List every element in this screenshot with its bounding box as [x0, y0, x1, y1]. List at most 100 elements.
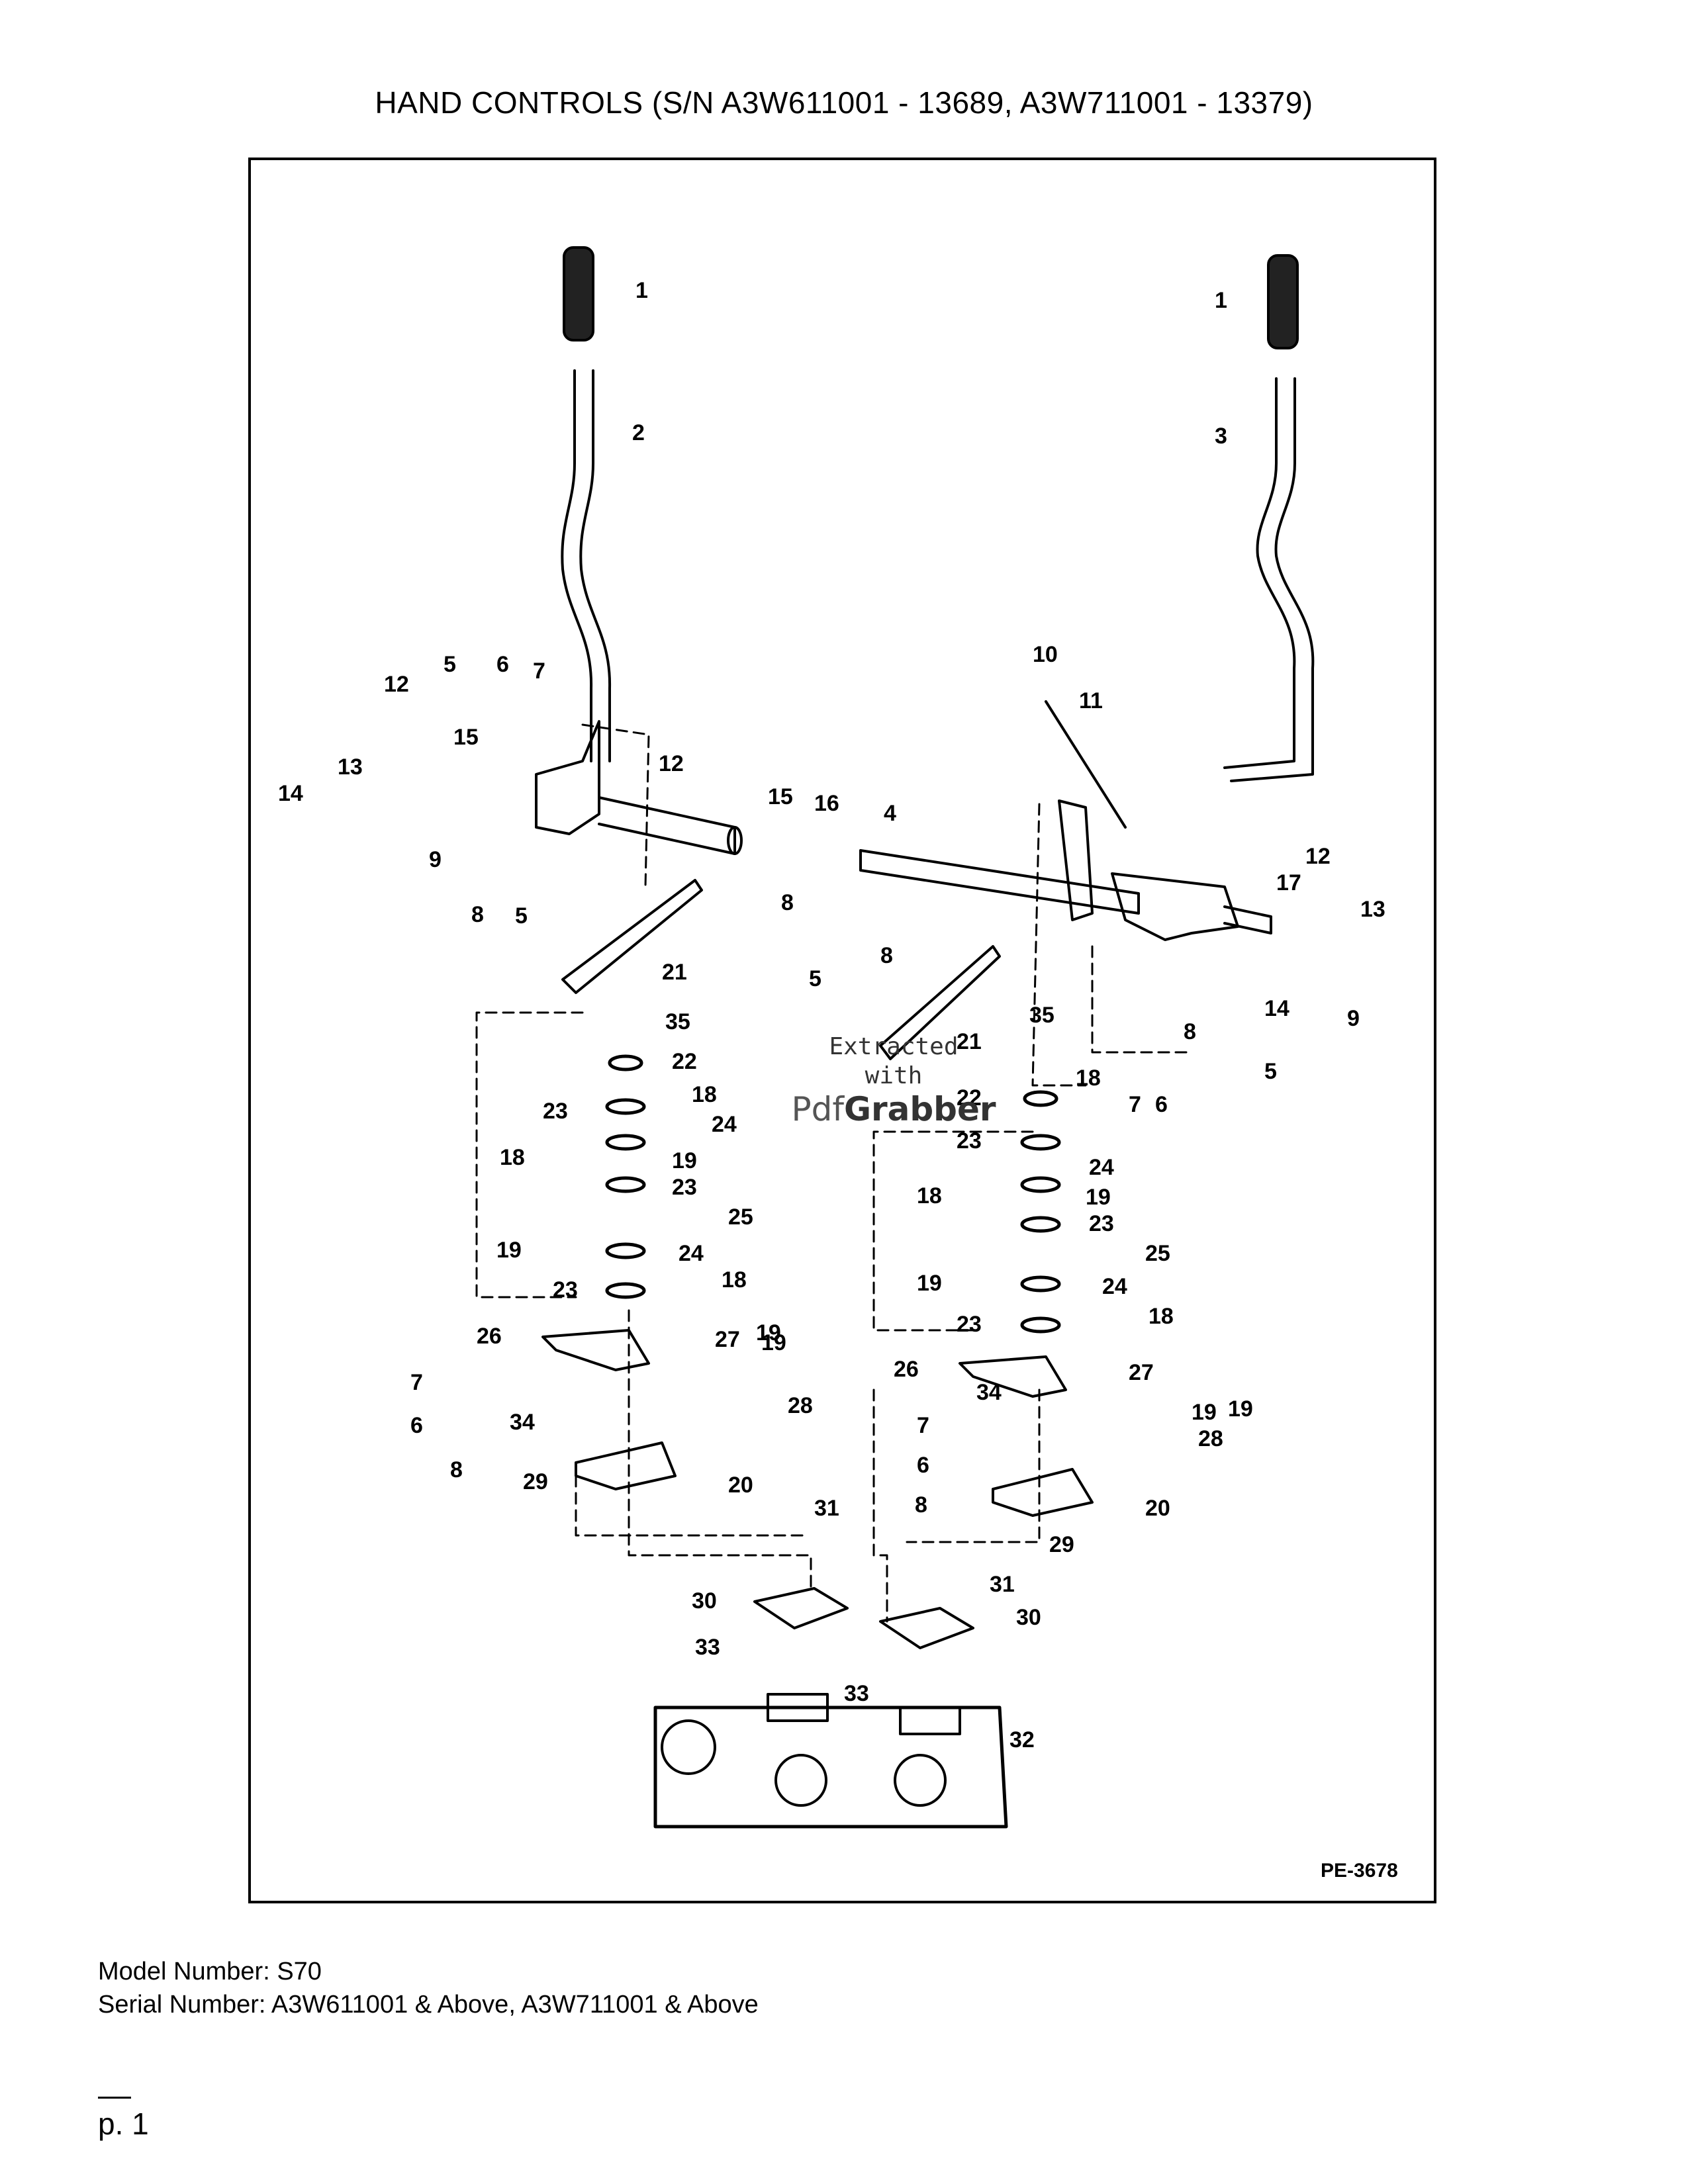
callout-label: 18 — [722, 1267, 747, 1293]
callout-label: 6 — [496, 652, 509, 677]
right-bracket — [1111, 872, 1239, 941]
callout-label: 6 — [1155, 1092, 1168, 1117]
callout-label: 6 — [410, 1413, 423, 1438]
callout-label: 17 — [1276, 870, 1301, 895]
watermark-brand-bold: Grabber — [843, 1090, 996, 1128]
callout-label: 23 — [1089, 1211, 1114, 1236]
diagram-artwork — [475, 246, 1315, 1829]
right-lever — [1223, 377, 1296, 769]
diagram-frame — [248, 158, 1436, 1903]
callout-label: 23 — [543, 1099, 568, 1124]
shaft-4 — [859, 849, 1140, 915]
callout-label: 22 — [957, 1085, 982, 1111]
left-lever — [561, 369, 593, 762]
callout-label: 20 — [728, 1473, 753, 1498]
callout-label: 21 — [957, 1029, 982, 1054]
callout-label: 30 — [692, 1588, 717, 1614]
left-link-21 — [561, 879, 703, 994]
callout-label: 7 — [410, 1370, 423, 1395]
right-washer-stack — [1020, 1090, 1061, 1334]
callout-label: 13 — [1360, 897, 1385, 922]
callout-label: 8 — [915, 1492, 927, 1518]
callout-label: 5 — [1264, 1059, 1277, 1084]
callout-label: 19 — [1228, 1396, 1253, 1422]
callout-label: 7 — [533, 659, 545, 684]
right-tube — [1223, 905, 1272, 934]
right-plate-30 — [879, 1607, 974, 1649]
callout-label: 21 — [662, 960, 687, 985]
callout-label: 24 — [679, 1241, 704, 1266]
callout-label: 28 — [1198, 1426, 1223, 1451]
dashed-guides — [475, 723, 1193, 1623]
pump-assembly-32 — [653, 1693, 1008, 1829]
callout-label: 33 — [844, 1681, 869, 1706]
serial-number: Serial Number: A3W611001 & Above, A3W711… — [98, 1991, 759, 2019]
callout-labels: 1 1 2 3 4 5 6 7 10 11 12 12 12 13 13 14 … — [278, 278, 1385, 1752]
callout-label: 6 — [917, 1453, 929, 1478]
callout-label: 19 — [1086, 1185, 1111, 1210]
callout-label: 8 — [880, 943, 893, 968]
callout-label: 20 — [1145, 1496, 1170, 1521]
rod-10 — [1045, 700, 1127, 829]
callout-label: 14 — [1264, 996, 1289, 1021]
callout-label: 8 — [450, 1457, 463, 1482]
callout-label: 26 — [477, 1324, 502, 1349]
callout-label: 23 — [672, 1175, 697, 1200]
callout-label: 15 — [768, 784, 793, 809]
callout-label: 12 — [384, 672, 409, 697]
callout-label: 23 — [957, 1312, 982, 1337]
pdfgrabber-watermark: Extracted with PdfGrabber — [774, 1032, 1013, 1128]
callout-label: 24 — [712, 1112, 737, 1137]
left-tube — [598, 796, 736, 855]
callout-label: 11 — [1079, 688, 1103, 713]
callout-label: 19 — [761, 1330, 786, 1355]
callout-label: 19 — [672, 1148, 697, 1173]
callout-label: 35 — [1029, 1003, 1055, 1028]
callout-label: 12 — [1305, 844, 1331, 869]
callout-label: 24 — [1102, 1274, 1127, 1299]
callout-label: 29 — [523, 1469, 548, 1494]
callout-label: 18 — [500, 1145, 525, 1170]
callout-label: 7 — [917, 1413, 929, 1438]
callout-label: 8 — [781, 890, 794, 915]
callout-label: 33 — [695, 1635, 720, 1660]
callout-label: 34 — [510, 1410, 535, 1435]
callout-label: 2 — [632, 420, 645, 445]
left-plate-29 — [575, 1441, 677, 1490]
callout-label: 8 — [1184, 1019, 1196, 1044]
callout-label: 24 — [1089, 1155, 1114, 1180]
callout-label: 30 — [1016, 1605, 1041, 1630]
callout-label: 18 — [1149, 1304, 1174, 1329]
callout-label: 13 — [338, 754, 363, 780]
callout-label: 5 — [809, 966, 821, 991]
callout-label: 19 — [756, 1320, 781, 1345]
watermark-line: Extracted — [829, 1033, 959, 1060]
callout-label: 4 — [884, 801, 896, 826]
watermark-brand-light: Pdf — [791, 1090, 844, 1128]
callout-label: 28 — [788, 1393, 813, 1418]
callout-label: 5 — [515, 903, 528, 929]
callout-label: 5 — [444, 652, 456, 677]
right-link-21 — [879, 945, 1001, 1060]
callout-label: 31 — [990, 1572, 1015, 1597]
callout-label: 25 — [728, 1205, 753, 1230]
callout-label: 23 — [553, 1277, 578, 1302]
right-handle-grip — [1267, 254, 1299, 349]
callout-label: 12 — [659, 751, 684, 776]
watermark-brand: PdfGrabber — [774, 1091, 1013, 1128]
callout-label: 29 — [1049, 1532, 1074, 1557]
callout-label: 19 — [1192, 1400, 1217, 1425]
right-plate-29 — [992, 1468, 1094, 1517]
left-handle-grip — [563, 246, 594, 341]
callout-label: 1 — [635, 278, 648, 303]
callout-label: 1 — [1215, 288, 1227, 313]
callout-label: 25 — [1145, 1241, 1170, 1266]
callout-label: 18 — [917, 1183, 942, 1208]
callout-label: 22 — [672, 1049, 697, 1074]
callout-label: 31 — [814, 1496, 839, 1521]
callout-label: 27 — [715, 1327, 740, 1352]
callout-label: 27 — [1129, 1360, 1154, 1385]
callout-label: 18 — [692, 1082, 717, 1107]
right-arm — [1058, 799, 1094, 921]
